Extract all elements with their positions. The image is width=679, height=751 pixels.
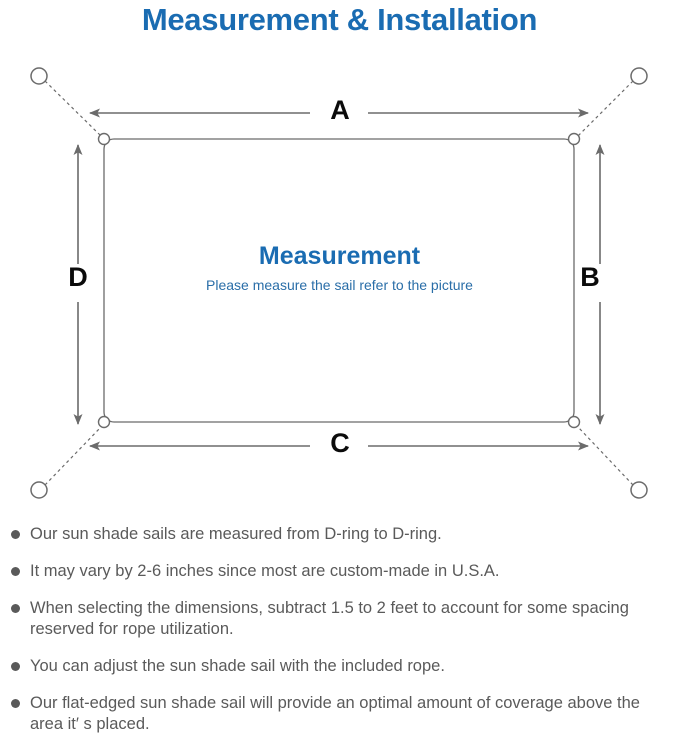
note-text: Our sun shade sails are measured from D-… [30,525,442,543]
d-ring-top-left [97,132,111,146]
d-ring-bottom-right [567,415,581,429]
note-text: You can adjust the sun shade sail with t… [30,657,445,675]
anchor-post-top-right [630,67,648,85]
sail-body [103,138,575,423]
bullet-icon [11,567,20,576]
d-rings [97,132,581,429]
diagram-svg [30,67,648,499]
page-title: Measurement & Installation [141,2,538,37]
bullet-icon [11,662,20,671]
note-item: Our flat-edged sun shade sail will provi… [0,693,679,735]
notes-list: Our sun shade sails are measured from D-… [0,524,679,751]
bullet-icon [11,604,20,613]
anchor-post-bottom-right [630,481,648,499]
d-ring-bottom-left [97,415,111,429]
note-item: It may vary by 2-6 inches since most are… [0,561,679,582]
anchor-posts [30,67,648,499]
d-ring-top-right [567,132,581,146]
bullet-icon [11,530,20,539]
note-item: Our sun shade sails are measured from D-… [0,524,679,545]
rope-bottom-right [577,426,634,486]
note-text: When selecting the dimensions, subtract … [30,599,629,638]
note-item: When selecting the dimensions, subtract … [0,598,679,640]
rope-bottom-left [44,426,102,486]
dimension-label-d: D [68,262,88,292]
rope-lines [44,80,634,486]
dimension-label-a: A [330,95,350,125]
anchor-post-bottom-left [30,481,48,499]
note-item: You can adjust the sun shade sail with t… [0,656,679,677]
rope-top-left [44,80,102,137]
note-text: Our flat-edged sun shade sail will provi… [30,694,640,733]
rope-top-right [577,80,634,137]
anchor-post-top-left [30,67,48,85]
measurement-diagram [0,42,679,512]
bullet-icon [11,699,20,708]
dimension-label-b: B [580,262,600,292]
note-text: It may vary by 2-6 inches since most are… [30,562,500,580]
dimension-label-c: C [330,428,350,458]
